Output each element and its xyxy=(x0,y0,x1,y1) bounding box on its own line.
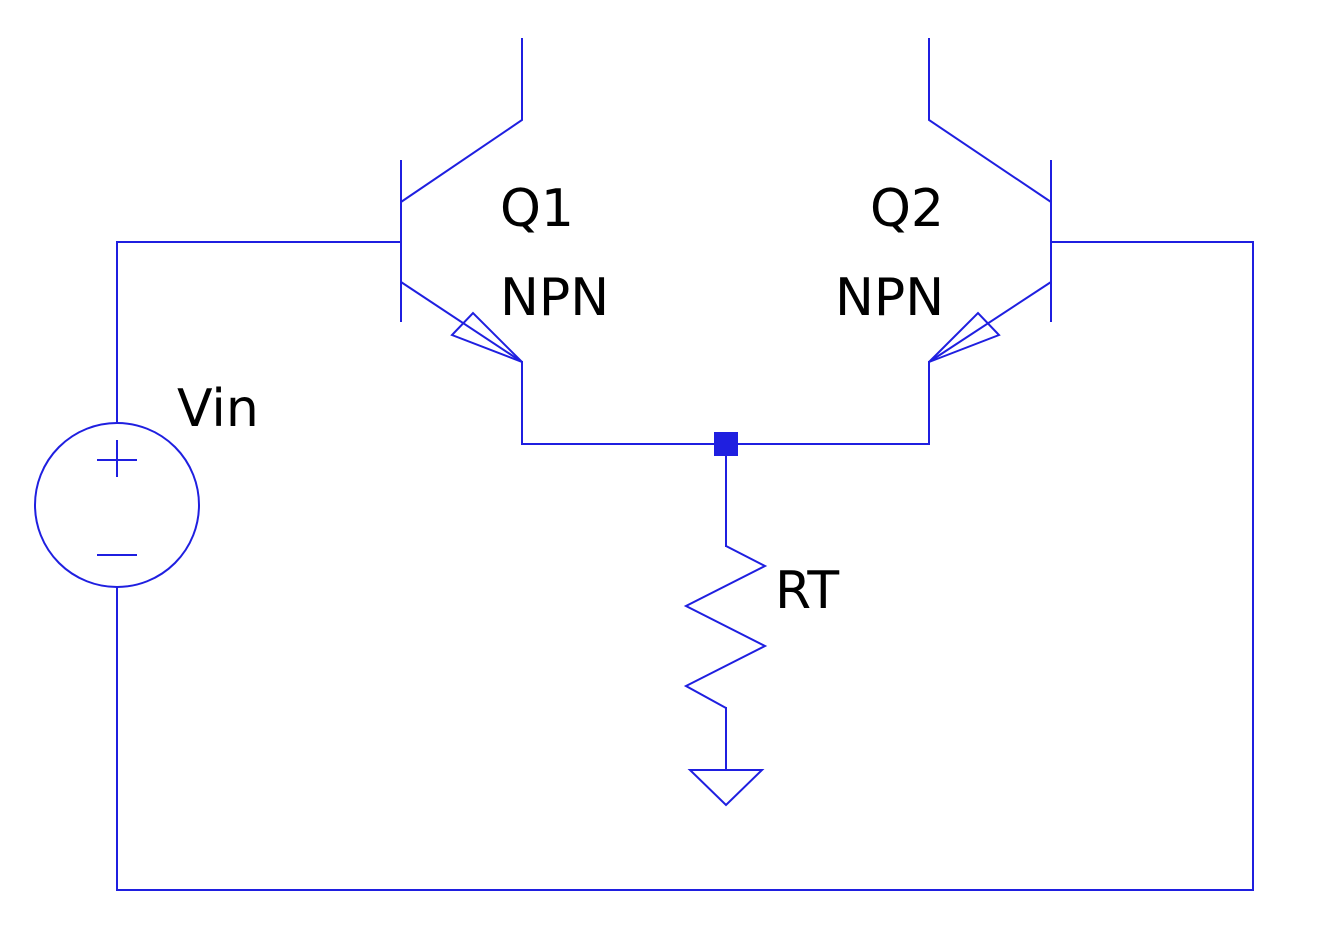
q2-transistor[interactable] xyxy=(928,38,1052,363)
q2-collector xyxy=(928,38,1052,203)
ground-icon xyxy=(687,769,765,807)
q1-ref-label: Q1 xyxy=(500,179,574,239)
q2-ref-label: Q2 xyxy=(870,179,944,239)
wire-emitter-node[interactable] xyxy=(521,361,930,445)
vin-source[interactable] xyxy=(34,422,200,588)
junction-dot xyxy=(714,432,738,456)
rt-ref-label: RT xyxy=(775,561,839,621)
vin-ref-label: Vin xyxy=(177,379,259,439)
q1-type-label: NPN xyxy=(500,268,609,328)
q2-emitter xyxy=(928,281,1052,363)
q2-emitter-arrow-icon xyxy=(928,311,1001,363)
q2-type-label: NPN xyxy=(835,268,944,328)
vin-source-circle xyxy=(34,422,200,588)
q1-emitter xyxy=(400,281,523,363)
wire-vin-to-q1-base[interactable] xyxy=(116,241,402,423)
rt-resistor[interactable] xyxy=(683,545,768,709)
wire-q2-base-loop[interactable] xyxy=(116,241,1254,891)
q1-collector xyxy=(400,38,523,203)
q1-emitter-arrow-icon xyxy=(450,311,523,363)
